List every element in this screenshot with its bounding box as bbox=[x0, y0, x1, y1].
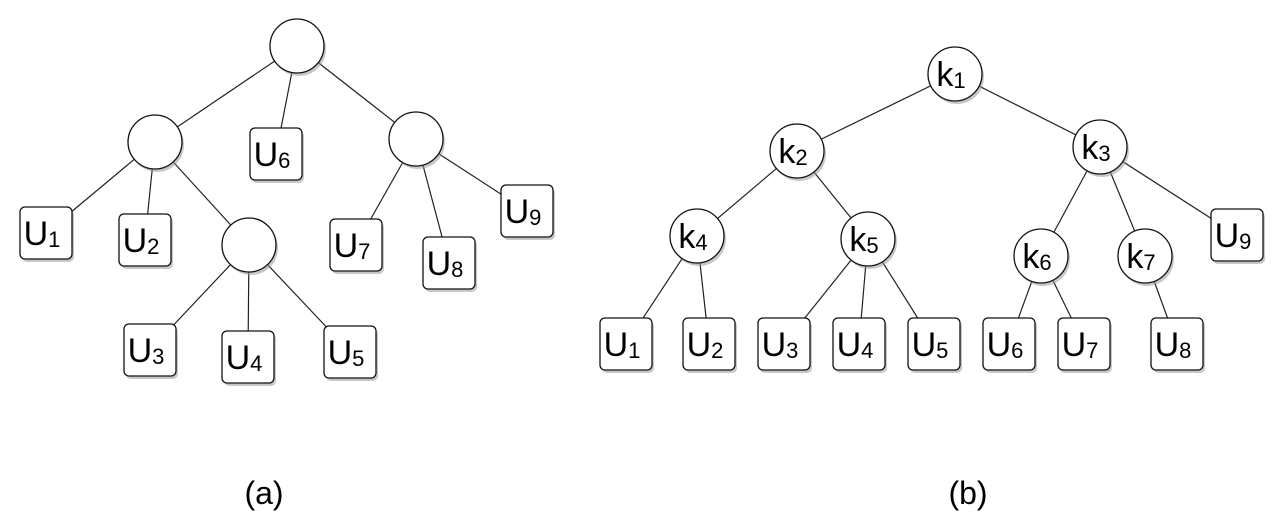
a-box-u2 bbox=[118, 213, 172, 267]
b-box-u4 bbox=[832, 317, 886, 371]
b-label-u8: U8 bbox=[1155, 326, 1192, 364]
a-node-u6: U6 bbox=[249, 127, 304, 183]
b-node-u2: U2 bbox=[682, 317, 737, 373]
b-label-u2: U2 bbox=[687, 326, 724, 364]
b-node-k5: k5 bbox=[840, 211, 897, 269]
a-label-u6: U6 bbox=[254, 136, 291, 174]
a-node-u4: U4 bbox=[221, 330, 276, 386]
b-label-u1: U1 bbox=[604, 326, 641, 364]
caption-a: (a) bbox=[244, 475, 283, 511]
caption-b: (b) bbox=[948, 475, 987, 511]
b-label-k5: k5 bbox=[849, 221, 878, 259]
a-box-u4 bbox=[221, 330, 275, 384]
b-circle-k4 bbox=[669, 208, 725, 264]
a-box-u5 bbox=[323, 325, 377, 379]
b-circle-k7 bbox=[1117, 228, 1173, 284]
a-box-u3 bbox=[123, 323, 177, 377]
a-node-u2: U2 bbox=[118, 213, 173, 269]
b-box-u9 bbox=[1210, 208, 1264, 262]
b-node-u3: U3 bbox=[757, 317, 812, 373]
b-node-u5: U5 bbox=[907, 317, 962, 373]
b-label-u9: U9 bbox=[1215, 217, 1252, 255]
b-label-k7: k7 bbox=[1126, 238, 1155, 276]
b-label-u6: U6 bbox=[987, 326, 1024, 364]
b-edge-k1-k2 bbox=[796, 73, 956, 152]
a-label-u9: U9 bbox=[505, 193, 542, 231]
a-edge-r-c1 bbox=[154, 45, 298, 143]
a-node-c1 bbox=[127, 114, 184, 172]
a-box-u7 bbox=[329, 218, 383, 272]
b-box-u7 bbox=[1057, 317, 1111, 371]
b-label-k3: k3 bbox=[1081, 129, 1110, 167]
b-node-u9: U9 bbox=[1210, 208, 1265, 264]
a-node-c3 bbox=[388, 111, 445, 169]
b-label-k4: k4 bbox=[678, 218, 707, 256]
b-node-k2: k2 bbox=[769, 123, 826, 181]
b-label-u5: U5 bbox=[912, 326, 949, 364]
b-label-u3: U3 bbox=[762, 326, 799, 364]
b-node-u4: U4 bbox=[832, 317, 887, 373]
a-box-u8 bbox=[422, 236, 476, 290]
b-node-k4: k4 bbox=[669, 208, 726, 266]
b-circle-k3 bbox=[1072, 119, 1128, 175]
a-node-u8: U8 bbox=[422, 236, 477, 292]
b-box-u3 bbox=[757, 317, 811, 371]
b-label-k6: k6 bbox=[1022, 238, 1051, 276]
b-node-k3: k3 bbox=[1072, 119, 1129, 177]
b-circle-k2 bbox=[769, 123, 825, 179]
a-label-u1: U1 bbox=[24, 215, 61, 253]
a-node-u7: U7 bbox=[329, 218, 384, 274]
a-label-u5: U5 bbox=[328, 334, 365, 372]
a-node-c2 bbox=[221, 217, 278, 275]
b-node-u1: U1 bbox=[599, 317, 654, 373]
a-node-u5: U5 bbox=[323, 325, 378, 381]
a-circle-c2 bbox=[221, 217, 277, 273]
b-circle-k5 bbox=[840, 211, 896, 267]
a-node-r bbox=[269, 18, 326, 76]
b-box-u5 bbox=[907, 317, 961, 371]
a-circle-c3 bbox=[388, 111, 444, 167]
b-node-k1: k1 bbox=[927, 46, 984, 104]
b-node-u8: U8 bbox=[1150, 317, 1205, 373]
a-box-u1 bbox=[19, 206, 73, 260]
a-label-u7: U7 bbox=[334, 227, 371, 265]
b-circle-k1 bbox=[927, 46, 983, 102]
a-circle-c1 bbox=[127, 114, 183, 170]
a-label-u3: U3 bbox=[128, 332, 165, 370]
a-box-u6 bbox=[249, 127, 303, 181]
a-label-u8: U8 bbox=[427, 245, 464, 283]
a-label-u4: U4 bbox=[226, 339, 263, 377]
b-label-u4: U4 bbox=[837, 326, 874, 364]
b-node-u7: U7 bbox=[1057, 317, 1112, 373]
a-box-u9 bbox=[500, 184, 554, 238]
a-circle-r bbox=[269, 18, 325, 74]
b-box-u8 bbox=[1150, 317, 1204, 371]
b-box-u1 bbox=[599, 317, 653, 371]
b-box-u6 bbox=[982, 317, 1036, 371]
b-box-u2 bbox=[682, 317, 736, 371]
a-label-u2: U2 bbox=[123, 222, 160, 260]
b-node-k6: k6 bbox=[1013, 228, 1070, 286]
a-node-u1: U1 bbox=[19, 206, 74, 262]
b-label-k1: k1 bbox=[936, 56, 965, 94]
b-node-k7: k7 bbox=[1117, 228, 1174, 286]
b-label-u7: U7 bbox=[1062, 326, 1099, 364]
b-label-k2: k2 bbox=[778, 133, 807, 171]
a-node-u3: U3 bbox=[123, 323, 178, 379]
a-node-u9: U9 bbox=[500, 184, 555, 240]
b-circle-k6 bbox=[1013, 228, 1069, 284]
b-node-u6: U6 bbox=[982, 317, 1037, 373]
